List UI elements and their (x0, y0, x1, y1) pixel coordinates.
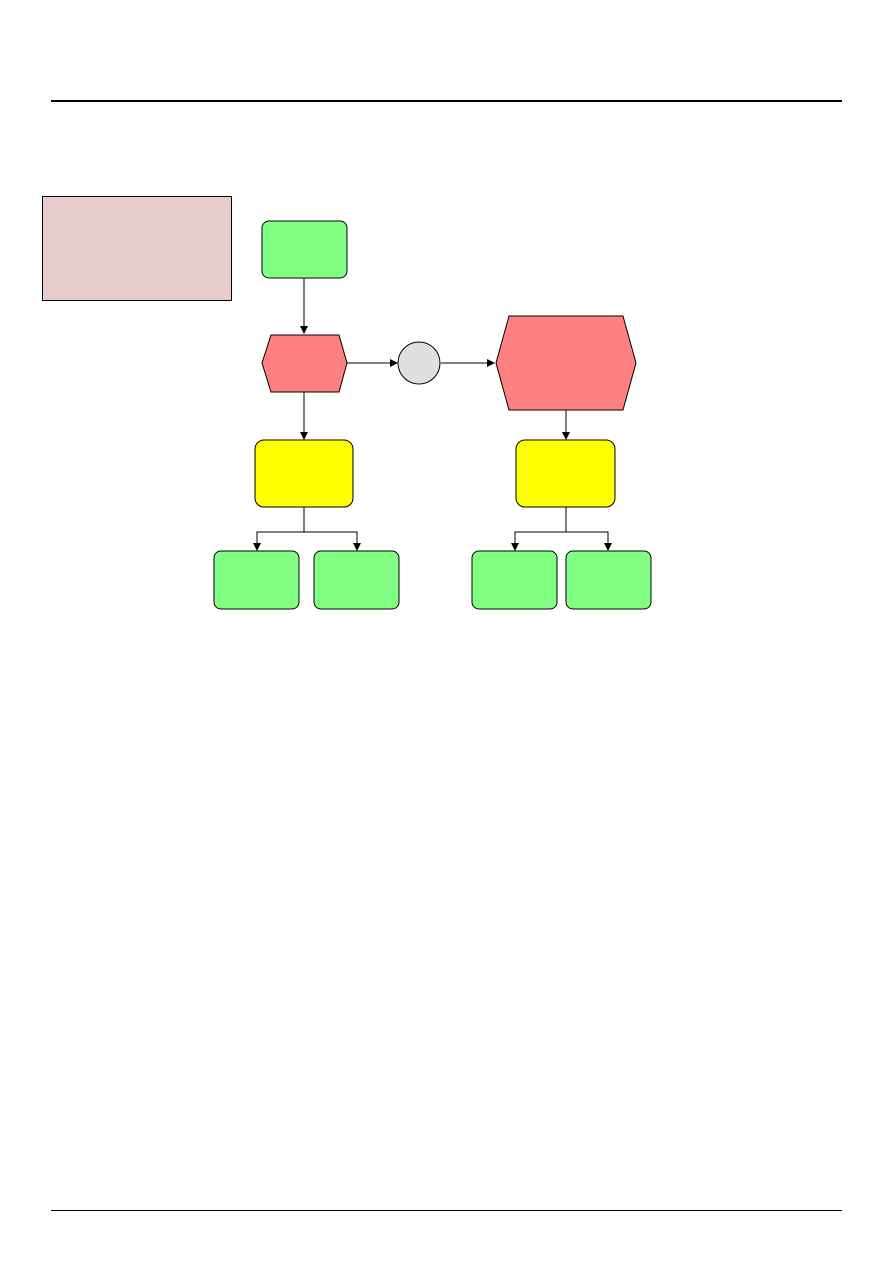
edges-group (253, 278, 608, 550)
edge-org-unit-2-branch (514, 507, 608, 550)
footer-rule (51, 1210, 842, 1211)
function-2-node (495, 315, 637, 411)
note-box (42, 196, 232, 301)
event-1a-node (213, 550, 300, 610)
event-2a-node (471, 550, 558, 610)
connector-node (397, 341, 441, 385)
start-event-node (261, 220, 348, 279)
org-unit-2-node (515, 439, 616, 508)
function-1-node (261, 334, 348, 393)
header-rule (51, 100, 842, 102)
event-1b-node (313, 550, 400, 610)
event-2b-node (565, 550, 652, 610)
edge-org-unit-1-branch (256, 507, 357, 550)
org-unit-1-node (254, 439, 354, 508)
